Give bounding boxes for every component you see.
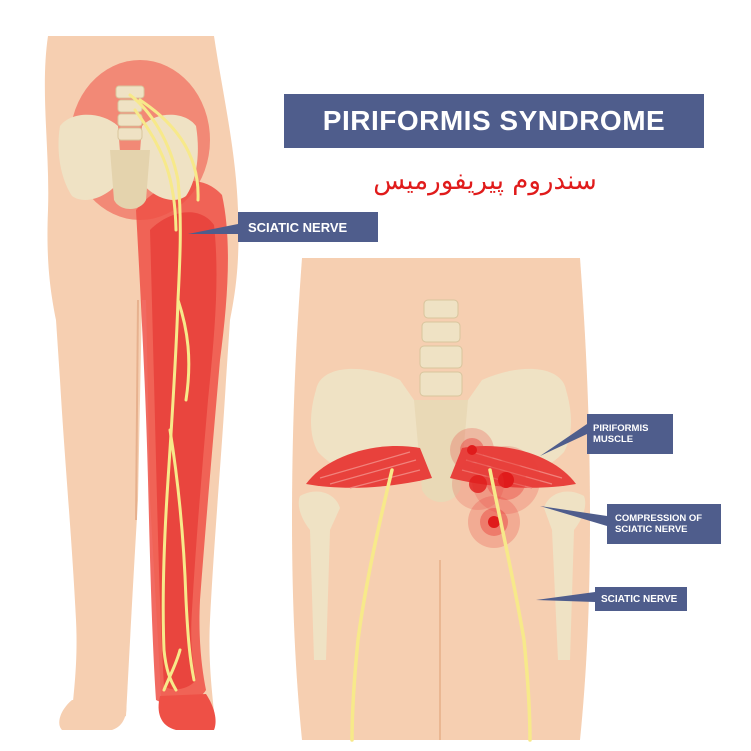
- label-sciatic-nerve-detail: SCIATIC NERVE: [595, 587, 687, 611]
- title-banner: PIRIFORMIS SYNDROME: [284, 94, 704, 148]
- label-sciatic-detail-text: SCIATIC NERVE: [601, 593, 678, 605]
- right-spine: [419, 299, 463, 397]
- left-body-figure: [44, 36, 239, 730]
- left-pelvis-bone: [58, 114, 122, 200]
- left-femur: [298, 491, 340, 660]
- sciatic-label-pointer: [188, 224, 238, 234]
- sciatic-detail-pointer: [536, 592, 595, 602]
- right-femur: [544, 491, 586, 660]
- compression-pointer: [540, 506, 607, 526]
- label-compression-line1: COMPRESSION OF: [615, 513, 703, 524]
- subtitle-persian: سندروم پیریفورمیس: [373, 166, 597, 196]
- left-foot: [59, 700, 127, 730]
- label-sciatic-nerve: SCIATIC NERVE: [238, 212, 378, 242]
- left-spine: [115, 85, 145, 141]
- label-piriformis-muscle: PIRIFORMIS MUSCLE: [587, 414, 673, 454]
- inflamed-leg-core: [150, 212, 217, 690]
- right-sciatic-nerve: [350, 468, 532, 742]
- piriformis-muscle-left: [306, 445, 432, 488]
- right-foot: [158, 694, 216, 730]
- right-pelvis-figure: [292, 258, 590, 742]
- piriformis-pointer: [540, 424, 587, 456]
- sacrum-bone: [110, 150, 150, 209]
- page-title: PIRIFORMIS SYNDROME: [322, 105, 666, 136]
- label-compression-line2: SCIATIC NERVE: [615, 524, 688, 535]
- label-sciatic-nerve-text: SCIATIC NERVE: [248, 219, 348, 235]
- label-piriformis-line1: PIRIFORMIS: [593, 423, 649, 434]
- left-sciatic-nerve: [128, 93, 200, 692]
- label-piriformis-line2: MUSCLE: [593, 434, 634, 445]
- label-compression: COMPRESSION OF SCIATIC NERVE: [607, 504, 721, 544]
